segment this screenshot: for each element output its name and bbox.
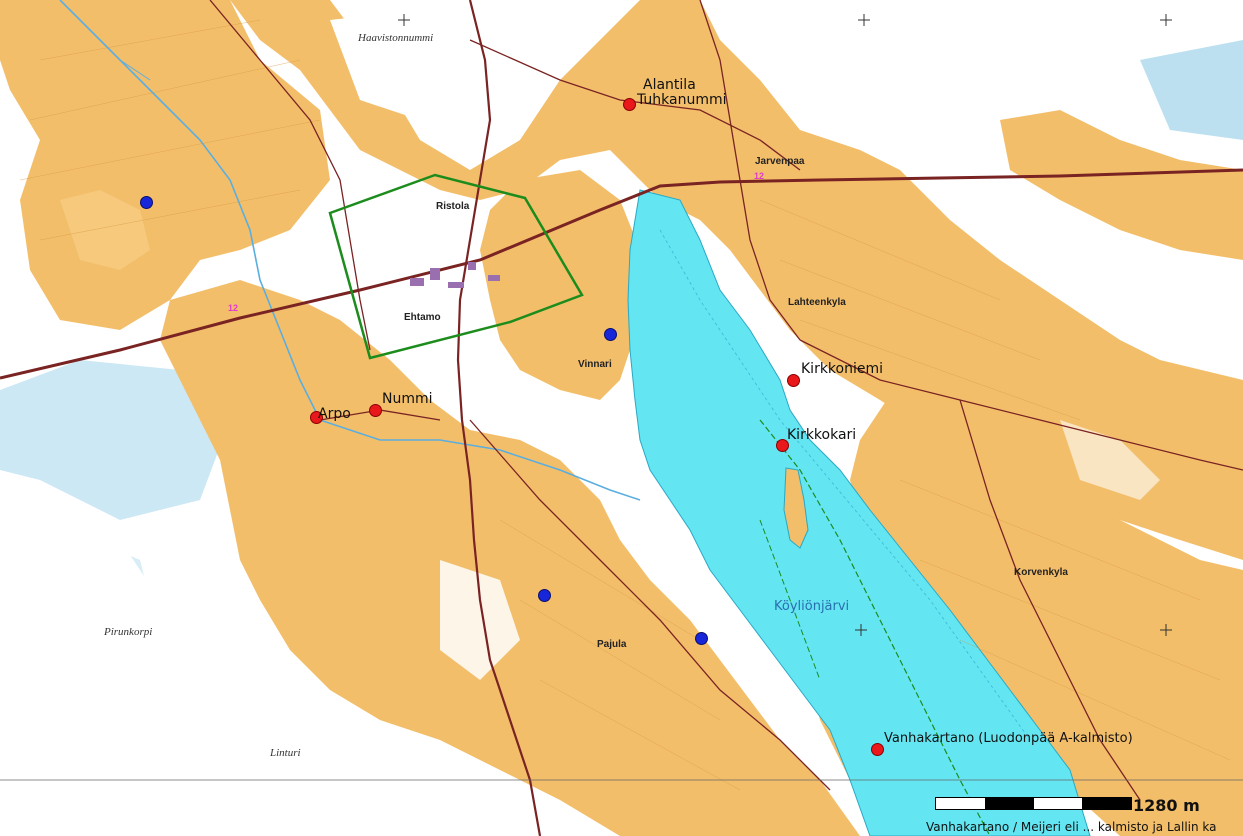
site-nummi[interactable] [369,404,382,417]
river [59,0,641,501]
forest-layer [0,10,1160,836]
label-kirkkokari: Kirkkokari [787,427,857,443]
scale-label: 1280 m [1133,796,1200,815]
site-kirkkokari[interactable] [776,439,789,452]
grid-crosses [398,14,1172,636]
label-haavistonnummi: Haavistonnummi [358,32,434,44]
label-tuhkanummi: Tuhkanummi [637,92,727,108]
lake-koylionjarvi [627,189,1091,836]
site-blue-shore[interactable] [695,632,708,645]
site-vanhakartano[interactable] [871,743,884,756]
road-12 [0,168,1243,380]
label-arpo: Arpo [318,406,351,422]
study-area [328,173,584,360]
label-lahteenkyla: Lahteenkyla [788,297,846,308]
label-jarvenpaa: Jarvenpaa [755,156,805,167]
site-tuhkanummi[interactable] [623,98,636,111]
label-ehtamo: Ehtamo [404,312,441,323]
label-kirkkoniemi: Kirkkoniemi [801,361,884,377]
island [783,467,809,549]
label-pirunkorpi: Pirunkorpi [104,626,153,638]
label-vinnari: Vinnari [578,359,612,370]
map-credit: Vanhakartano / Meijeri eli ... kalmisto … [926,820,1217,834]
label-vanhakartano: Vanhakartano (Luodonpää A-kalmisto) [884,731,1133,746]
site-blue-vinnari[interactable] [604,328,617,341]
buildings [410,262,500,288]
marsh-area [0,360,230,520]
label-pajula: Pajula [597,639,627,650]
label-ristola: Ristola [436,201,470,212]
label-nummi: Nummi [382,391,433,407]
road-number-label: 12 [754,171,765,181]
scale-bar-icon [935,797,1132,810]
label-lake: Köyliönjärvi [774,599,850,614]
marsh-area [1140,40,1243,140]
site-arpo[interactable] [310,411,323,424]
label-linturi: Linturi [270,747,301,759]
label-alantila: Alantila [643,77,696,93]
site-blue-west[interactable] [140,196,153,209]
label-korvenkyla: Korvenkyla [1014,567,1068,578]
site-blue-south[interactable] [538,589,551,602]
main-road [456,0,542,836]
road-number-label: 12 [228,303,239,313]
site-kirkkoniemi[interactable] [787,374,800,387]
